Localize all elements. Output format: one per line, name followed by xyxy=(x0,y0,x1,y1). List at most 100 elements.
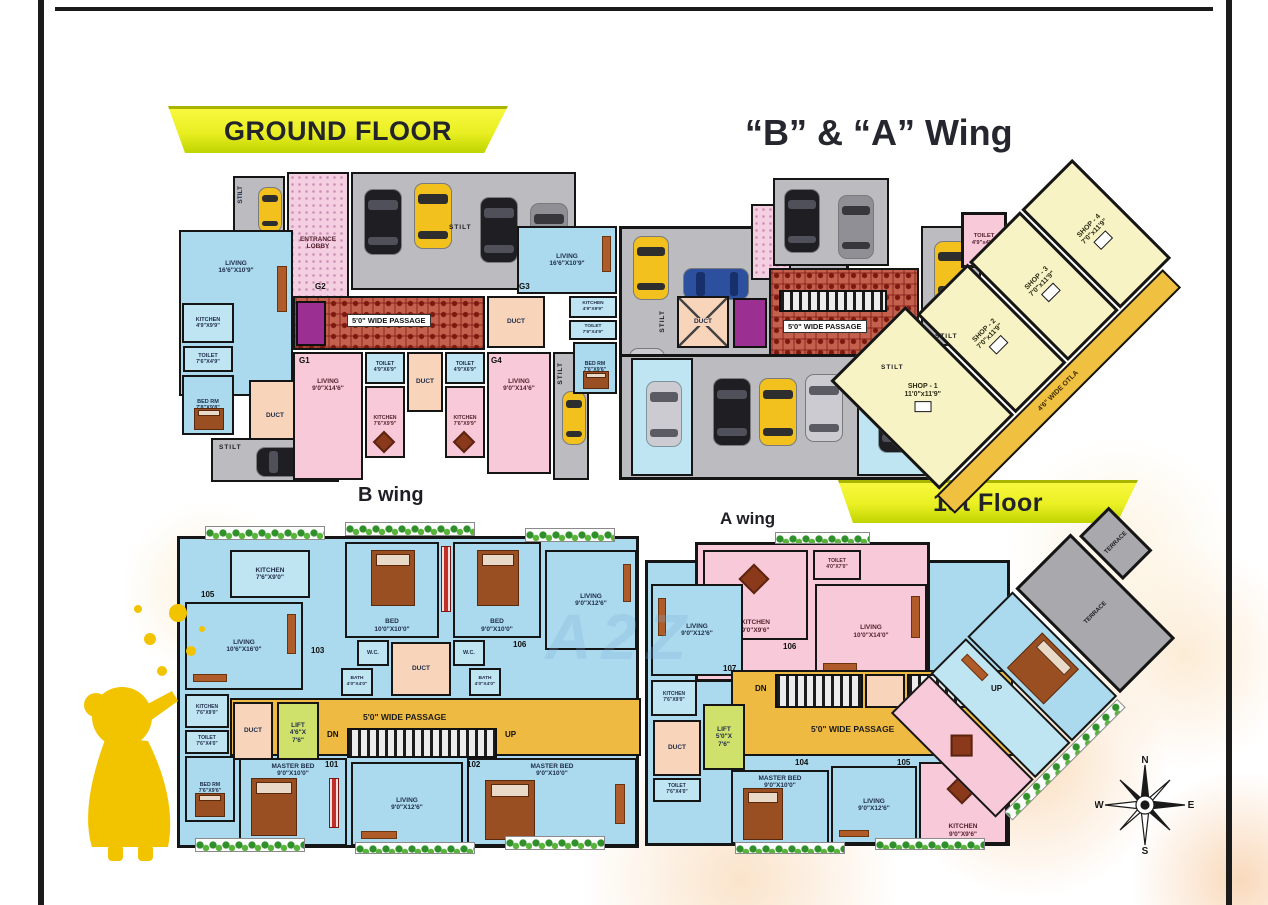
room-label: KITCHEN 7'6"X9'0" xyxy=(662,691,686,703)
balcony-planter xyxy=(205,526,325,540)
room-label: LIVING 9'0"X14'6" xyxy=(312,378,344,393)
room-label: TOILET 4'9"x4'9" xyxy=(971,233,997,246)
sofa xyxy=(960,653,989,682)
living-room: LIVING 16'6"X10'9" xyxy=(517,226,617,294)
room-label: BED 10'0"X10'0" xyxy=(374,618,410,633)
compass-s: S xyxy=(1142,846,1149,855)
stilt-label: STILT xyxy=(449,224,472,231)
compass-n: N xyxy=(1141,755,1148,766)
stilt-label: STILT xyxy=(237,186,244,204)
bedroom: BED 10'0"X10'0" xyxy=(345,542,439,638)
stilt-label: STILT xyxy=(881,364,904,371)
living-room: LIVING 10'0"X14'0" xyxy=(815,584,927,679)
toilet: TOILET 4'0"X7'0" xyxy=(813,550,861,580)
car-icon xyxy=(839,196,873,258)
bath: BATH 4'0"X4'0" xyxy=(469,668,501,696)
room-label: LIVING 9'0"X12'6" xyxy=(575,592,607,607)
room-label: DUCT xyxy=(691,318,715,326)
lift: LIFT 4'6"X 7'6" xyxy=(277,702,319,764)
car-icon xyxy=(684,269,748,299)
unit-badge: G3 xyxy=(519,282,530,291)
room-label: BED 9'0"X10'0" xyxy=(481,618,513,633)
sofa xyxy=(602,236,611,272)
balcony-planter xyxy=(505,836,605,850)
stilt-label: STILT xyxy=(935,333,958,340)
stilt-label: STILT xyxy=(557,362,564,385)
room-label: DUCT xyxy=(411,665,431,673)
room-label: TOILET 4'9"X6'9" xyxy=(373,361,397,373)
car-icon xyxy=(714,379,750,445)
shop-number-box xyxy=(913,401,931,413)
unit-badge: 104 xyxy=(795,758,809,767)
duct: DUCT xyxy=(391,642,451,696)
balcony-planter xyxy=(525,528,615,542)
bed xyxy=(194,408,224,430)
room-label: LIVING 9'0"X14'6" xyxy=(503,378,535,393)
parking-bay xyxy=(631,358,693,476)
stair-landing xyxy=(865,674,905,708)
room-label: W.C. xyxy=(367,649,379,656)
terrace-label: TERRACE xyxy=(1103,530,1128,556)
room-label: TOILET 7'6"X4'9" xyxy=(196,352,220,365)
living-room: LIVING 9'0"X12'6" xyxy=(651,584,743,676)
frame-line-left xyxy=(38,0,44,905)
bed xyxy=(371,550,415,606)
car-icon xyxy=(760,379,796,445)
car-icon xyxy=(563,392,585,444)
duct: DUCT xyxy=(653,720,701,776)
toilet: TOILET 7'6"X4'0" xyxy=(653,778,701,802)
toilet: TOILET 7'6"X4'9" xyxy=(569,320,617,340)
kitchen: KITCHEN 4'9"X9'9" xyxy=(569,296,617,318)
room-label: KITCHEN 4'9"X9'9" xyxy=(195,316,221,329)
room-label: MASTER BED 9'0"X10'0" xyxy=(271,763,315,778)
car-icon xyxy=(634,237,668,299)
bedroom: BED RM 7'6"X9'6" xyxy=(573,342,617,394)
car-icon xyxy=(647,382,681,446)
car-icon xyxy=(785,190,819,252)
unit-badge: 106 xyxy=(783,642,797,651)
watermark-text: A2Z xyxy=(545,601,696,673)
dining-table xyxy=(950,734,973,757)
room-label: W.C. xyxy=(463,649,475,656)
room-label: TOILET 4'9"X6'9" xyxy=(453,361,477,373)
duct: DUCT xyxy=(487,296,545,348)
master-bedroom: MASTER BED 9'0"X10'0" xyxy=(731,770,829,844)
living-room: LIVING 9'0"X12'6" xyxy=(351,762,463,846)
sofa xyxy=(277,266,287,312)
bubble-icon xyxy=(199,626,205,632)
balcony-planter xyxy=(875,838,985,850)
kitchen: KITCHEN 7'6"X9'0" xyxy=(230,550,310,598)
room-label: BED RM 7'6"X9'6" xyxy=(583,361,607,373)
master-bedroom: MASTER BED 9'0"X10'0" xyxy=(467,758,637,846)
duct-shaft xyxy=(296,301,326,346)
room-label: LIFT 4'6"X 7'6" xyxy=(289,721,307,744)
sofa xyxy=(287,614,296,654)
living-room: LIVING 9'0"X14'6" xyxy=(293,352,363,480)
bubble-icon xyxy=(169,604,187,622)
sofa xyxy=(658,598,666,636)
child-silhouette xyxy=(84,604,205,861)
wing-title: “B” & “A” Wing xyxy=(745,112,1013,153)
room-label: DUCT xyxy=(415,378,435,386)
balcony-planter xyxy=(735,842,845,854)
room-label: LIVING 16'6"X10'9" xyxy=(218,260,254,275)
bubble-icon xyxy=(144,633,156,645)
bed xyxy=(477,550,519,606)
wardrobe xyxy=(441,546,451,612)
bubble-icon xyxy=(157,666,167,676)
living-room: LIVING 9'0"X12'6" xyxy=(545,550,637,650)
balcony-planter xyxy=(345,522,475,536)
up-label: UP xyxy=(505,730,517,739)
stilt-label: STILT xyxy=(219,444,242,451)
kitchen: KITCHEN 4'9"X9'9" xyxy=(182,303,234,343)
unit-badge: 105 xyxy=(897,758,911,767)
room-label: TOILET 4'0"X7'0" xyxy=(826,558,848,570)
compass-w: W xyxy=(1095,800,1104,811)
stilt-area: STILT xyxy=(553,352,589,480)
room-label: KITCHEN 7'6"X9'9" xyxy=(453,415,477,427)
room-label: MASTER BED 9'0"X10'0" xyxy=(530,763,574,778)
kitchen: KITCHEN 7'6"X9'0" xyxy=(651,680,697,716)
toilet: TOILET 4'9"X6'9" xyxy=(445,352,485,384)
sofa xyxy=(623,564,631,602)
